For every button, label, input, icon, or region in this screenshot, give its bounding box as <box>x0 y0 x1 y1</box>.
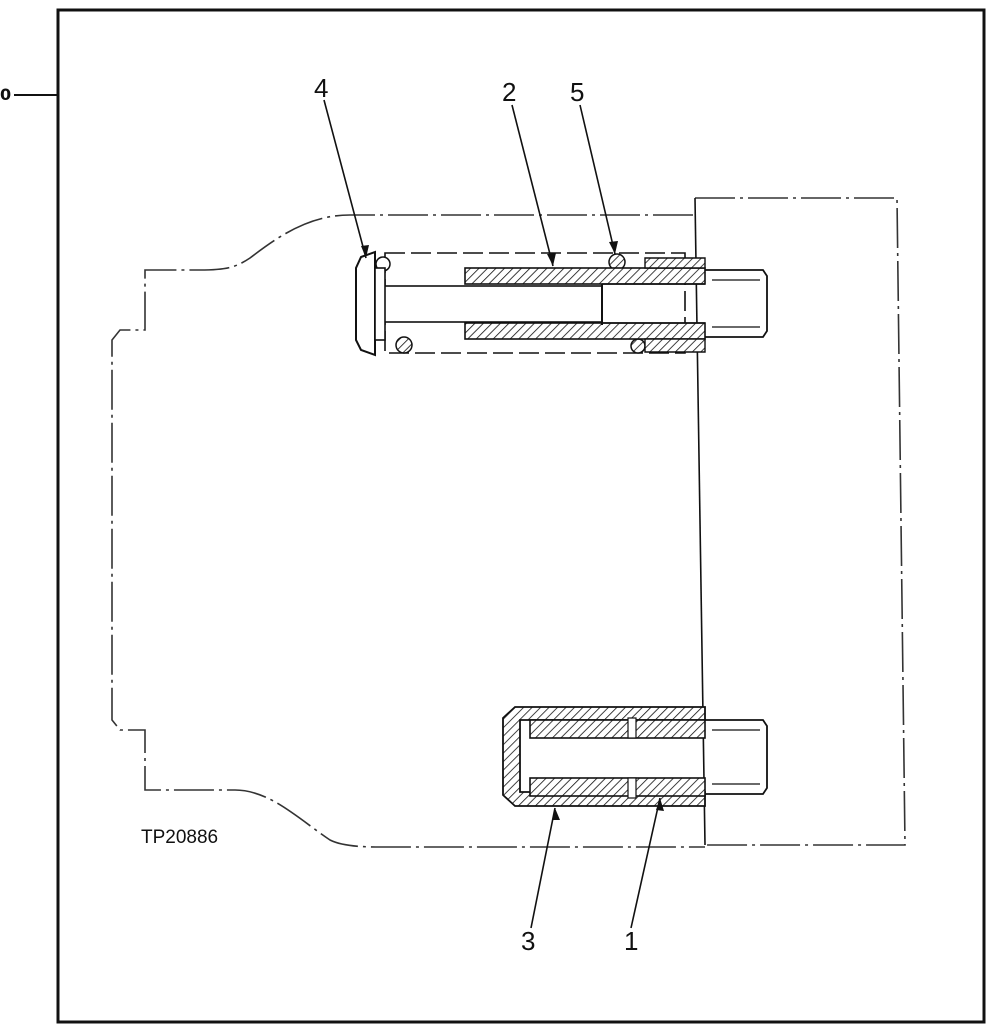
edge-mark: 0 <box>0 85 11 104</box>
sleeve-top-wall <box>464 267 706 285</box>
spring-coil-bottom <box>395 336 413 354</box>
lower-port-bottom <box>627 777 637 799</box>
arrowhead-2 <box>547 253 556 266</box>
retainer-cap <box>355 250 376 357</box>
callout-3: 3 <box>521 926 535 956</box>
lower-port-top <box>627 717 637 739</box>
upper-valve-assembly <box>355 250 768 357</box>
sleeve-nose <box>705 269 768 338</box>
lower-sleeve-top <box>529 719 706 739</box>
page-border <box>56 8 986 1024</box>
housing-face <box>694 197 706 846</box>
leader-2 <box>511 104 554 267</box>
callout-4: 4 <box>314 73 328 103</box>
spring <box>384 252 686 354</box>
arrowhead-5 <box>609 241 618 254</box>
callout-2: 2 <box>502 77 516 107</box>
figure-code: TP20886 <box>141 827 218 848</box>
leader-lines <box>323 99 661 929</box>
arrowhead-3 <box>552 808 560 820</box>
leader-arrowheads <box>361 241 664 820</box>
lower-nose <box>705 719 768 795</box>
callout-5: 5 <box>570 77 584 107</box>
arrowhead-4 <box>361 245 369 258</box>
callout-1: 1 <box>624 926 638 956</box>
spring-coil-right <box>630 338 646 354</box>
retainer-collar <box>374 267 386 341</box>
sleeve-bottom-wall <box>464 322 706 340</box>
sleeve-flange-top <box>644 257 706 269</box>
leader-3 <box>530 807 556 929</box>
housing-outline <box>111 197 906 848</box>
leader-4 <box>323 99 367 259</box>
plunger-stem <box>379 285 603 323</box>
leader-5 <box>579 104 616 255</box>
lower-sleeve-bottom <box>529 777 706 797</box>
sleeve-flange-bottom <box>644 338 706 353</box>
lower-valve-assembly <box>502 706 768 807</box>
arrowhead-1 <box>656 798 664 811</box>
leader-1 <box>630 797 661 929</box>
